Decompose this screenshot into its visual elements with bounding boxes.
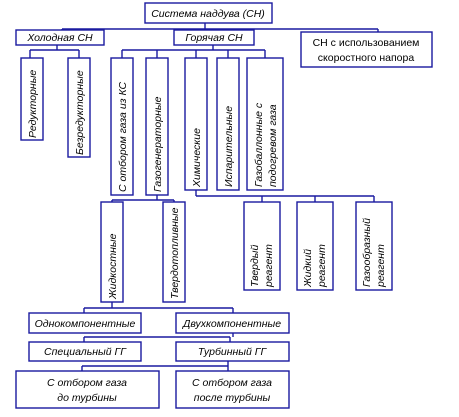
turbine-gg-label: Турбинный ГГ — [198, 346, 268, 358]
gas-reagent-line1: Газообразный — [361, 218, 373, 287]
turbine-gg-box — [175, 341, 290, 362]
solid-label: Твердотопливные — [169, 207, 181, 299]
chemical-box — [184, 57, 208, 191]
cold-label: Холодная СН — [26, 32, 93, 44]
root-label: Система наддува (СН) — [151, 8, 265, 20]
mono-box — [28, 312, 142, 334]
evaporative-label: Испарительные — [223, 106, 235, 187]
solid-box — [162, 201, 186, 303]
reducer-box — [20, 57, 44, 141]
liquid-reagent-line2: реагент — [316, 244, 328, 288]
before-turbine-line2: до турбины — [57, 392, 117, 404]
special-gg-box — [28, 341, 142, 362]
evaporative-box — [216, 57, 240, 191]
after-turbine-line1: С отбором газа — [192, 377, 272, 389]
bi-label: Двухкомпонентные — [182, 318, 281, 330]
solid-reagent-box — [243, 201, 281, 291]
bleed-cc-label: С отбором газа из КС — [117, 81, 129, 192]
after-turbine-line2: после турбины — [194, 392, 271, 404]
gasgen-label: Газогенераторные — [152, 96, 164, 192]
gas-reagent-line2: реагент — [375, 244, 387, 288]
liquid-reagent-box — [296, 201, 334, 291]
bleed-cc-box — [110, 57, 134, 196]
before-turbine-box — [15, 370, 160, 409]
speed-box — [300, 31, 433, 68]
liquid-box — [100, 201, 124, 303]
solid-reagent-line1: Твердый — [249, 244, 261, 287]
bi-box — [175, 312, 290, 334]
connectors — [29, 23, 379, 371]
hot-label: Горячая СН — [185, 32, 243, 44]
solid-reagent-line2: реагент — [263, 244, 275, 288]
cold-box — [15, 29, 105, 46]
gas-reagent-box — [355, 201, 393, 291]
gearless-label: Безредукторные — [74, 70, 86, 155]
gasballoon-box — [246, 57, 284, 191]
gasballoon-label-line2: подогревом газа — [267, 104, 279, 187]
special-gg-label: Специальный ГГ — [44, 346, 127, 358]
after-turbine-box — [175, 370, 290, 409]
chemical-label: Химические — [191, 128, 203, 188]
liquid-reagent-line1: Жидкий — [302, 249, 314, 288]
gasballoon-label-line1: Газобаллонные с — [253, 102, 265, 187]
mono-label: Однокомпонентные — [35, 318, 136, 330]
gasgen-box — [145, 57, 169, 196]
speed-label-line1: СН с использованием — [313, 37, 420, 49]
before-turbine-line1: С отбором газа — [47, 377, 127, 389]
root-box — [144, 2, 273, 24]
gearless-box — [67, 57, 91, 158]
liquid-label: Жидкостные — [107, 233, 119, 300]
hot-box — [173, 29, 255, 46]
speed-label-line2: скоростного напора — [318, 52, 415, 64]
reducer-label: Редукторные — [27, 70, 39, 138]
